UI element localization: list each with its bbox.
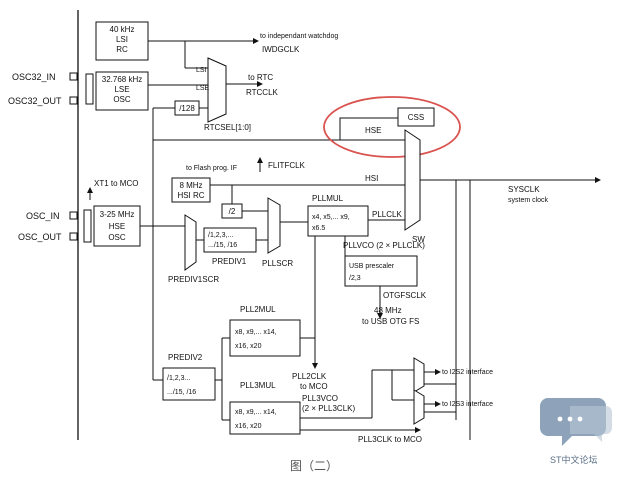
- i2s2-label: to I2S2 interface: [442, 369, 493, 376]
- div128-label: /128: [179, 104, 195, 113]
- pllmul-line2: x6.5: [312, 225, 325, 232]
- pll3mul-label: PLL3MUL: [240, 381, 276, 390]
- prediv1-block: [203, 227, 257, 253]
- flitfclk-label: FLITFCLK: [268, 161, 306, 170]
- prediv1scr-mux: [184, 214, 197, 271]
- pll3clk-mco-label: PLL3CLK to MCO: [358, 435, 422, 444]
- iwdg-destination: to independant watchdog: [260, 33, 338, 40]
- to-usb-label: to USB OTG FS: [362, 317, 419, 326]
- hse-freq: 3-25 MHz: [100, 210, 135, 219]
- osc32-out-pin: [69, 96, 78, 105]
- pll2mul-line2: x16, x20: [235, 343, 262, 350]
- osc-in-label: OSC_IN: [26, 211, 60, 221]
- hse-line-label: HSE: [365, 126, 381, 135]
- pllmul-label: PLLMUL: [312, 194, 344, 203]
- pllmul-line1: x4, x5,... x9,: [312, 214, 350, 221]
- lsi-name: LSI: [116, 35, 128, 44]
- lsi-freq: 40 kHz: [110, 25, 135, 34]
- rtcclk-label: RTCCLK: [246, 88, 279, 97]
- pllscr-label: PLLSCR: [262, 259, 293, 268]
- div2-label: /2: [229, 207, 236, 216]
- rtcsel-label: RTCSEL[1:0]: [204, 123, 251, 132]
- hse-name: HSE: [109, 222, 125, 231]
- prediv1scr-label: PREDIV1SCR: [168, 275, 219, 284]
- figure-caption: 图（二）: [290, 459, 338, 473]
- lsi-mux-input: LSI: [196, 67, 207, 74]
- prediv1-line2: .../15, /16: [208, 242, 237, 249]
- rtc-mux: [207, 57, 227, 123]
- pll2mul-label: PLL2MUL: [240, 305, 276, 314]
- pll3mul-block: [229, 401, 301, 435]
- chat-bubble-icon: [540, 398, 612, 446]
- i2s3-label: to I2S3 interface: [442, 401, 493, 408]
- lse-crystal: [85, 73, 94, 105]
- prediv1-line1: /1,2,3,...: [208, 232, 233, 239]
- hsi-freq: 8 MHz: [179, 181, 202, 190]
- xt1-mco-label: XT1 to MCO: [94, 179, 138, 188]
- pll3vco-formula: (2 × PLL3CLK): [302, 404, 355, 413]
- css-block: [397, 107, 435, 127]
- i2s3-mux: [413, 389, 425, 425]
- osc-out-pin: [69, 232, 78, 241]
- prediv2-block: [162, 367, 216, 401]
- pll3mul-line1: x8, x9,... x14,: [235, 409, 277, 416]
- system-clock-label: system clock: [508, 197, 549, 204]
- osc-out-label: OSC_OUT: [18, 232, 62, 242]
- pll3vco-label: PLL3VCO: [302, 394, 338, 403]
- to-flash-label: to Flash prog. IF: [186, 165, 237, 172]
- pll3mul-line2: x16, x20: [235, 423, 262, 430]
- lse-type: OSC: [113, 95, 131, 104]
- osc32-out-label: OSC32_OUT: [8, 96, 62, 106]
- prediv1-label: PREDIV1: [212, 257, 247, 266]
- otgfsclk-label: OTGFSCLK: [383, 291, 427, 300]
- lse-block: [95, 71, 149, 111]
- pllscr-mux: [267, 197, 281, 254]
- pll2mul-line1: x8, x9,... x14,: [235, 329, 277, 336]
- hse-type: OSC: [108, 233, 126, 242]
- osc32-in-pin: [69, 72, 78, 81]
- lse-mux-input: LSE: [196, 85, 210, 92]
- usb-prescaler-div: /2,3: [349, 275, 361, 282]
- pllclk-label: PLLCLK: [372, 210, 402, 219]
- pll2-to-mco-label: to MCO: [300, 382, 328, 391]
- sw-mux: [404, 129, 421, 231]
- hsi-block: [171, 177, 211, 203]
- usb-48mhz-label: 48 MHz: [374, 306, 402, 315]
- css-monitor-line: [339, 117, 398, 140]
- watermark-text: ST中文论坛: [550, 454, 598, 465]
- pllmul-block: [307, 205, 369, 237]
- sysclk-label: SYSCLK: [508, 185, 540, 194]
- css-label: CSS: [408, 113, 424, 122]
- prediv2-line1: /1,2,3...: [167, 375, 190, 382]
- i2s2-mux: [413, 357, 425, 393]
- pll2clk-label: PLL2CLK: [292, 372, 327, 381]
- prediv2-label: PREDIV2: [168, 353, 203, 362]
- lse-freq: 32.768 kHz: [102, 75, 142, 84]
- to-rtc-label: to RTC: [248, 73, 273, 82]
- lse-name: LSE: [114, 85, 129, 94]
- css-highlight-ellipse: [323, 96, 461, 158]
- osc-in-pin: [69, 211, 78, 220]
- hsi-name: HSI RC: [177, 191, 204, 200]
- prediv2-line2: .../15, /16: [167, 389, 196, 396]
- lsi-type: RC: [116, 45, 128, 54]
- sw-label: SW: [412, 235, 425, 244]
- usb-prescaler-name: USB prescaler: [349, 263, 395, 270]
- iwdgclk-label: IWDGCLK: [262, 45, 300, 54]
- hsi-line-label: HSI: [365, 174, 378, 183]
- pllvco-label: PLLVCO (2 × PLLCLK): [343, 241, 425, 250]
- pll2mul-block: [229, 319, 301, 357]
- osc32-in-label: OSC32_IN: [12, 72, 56, 82]
- hse-crystal: [83, 209, 92, 243]
- usb-prescaler-block: [344, 255, 418, 287]
